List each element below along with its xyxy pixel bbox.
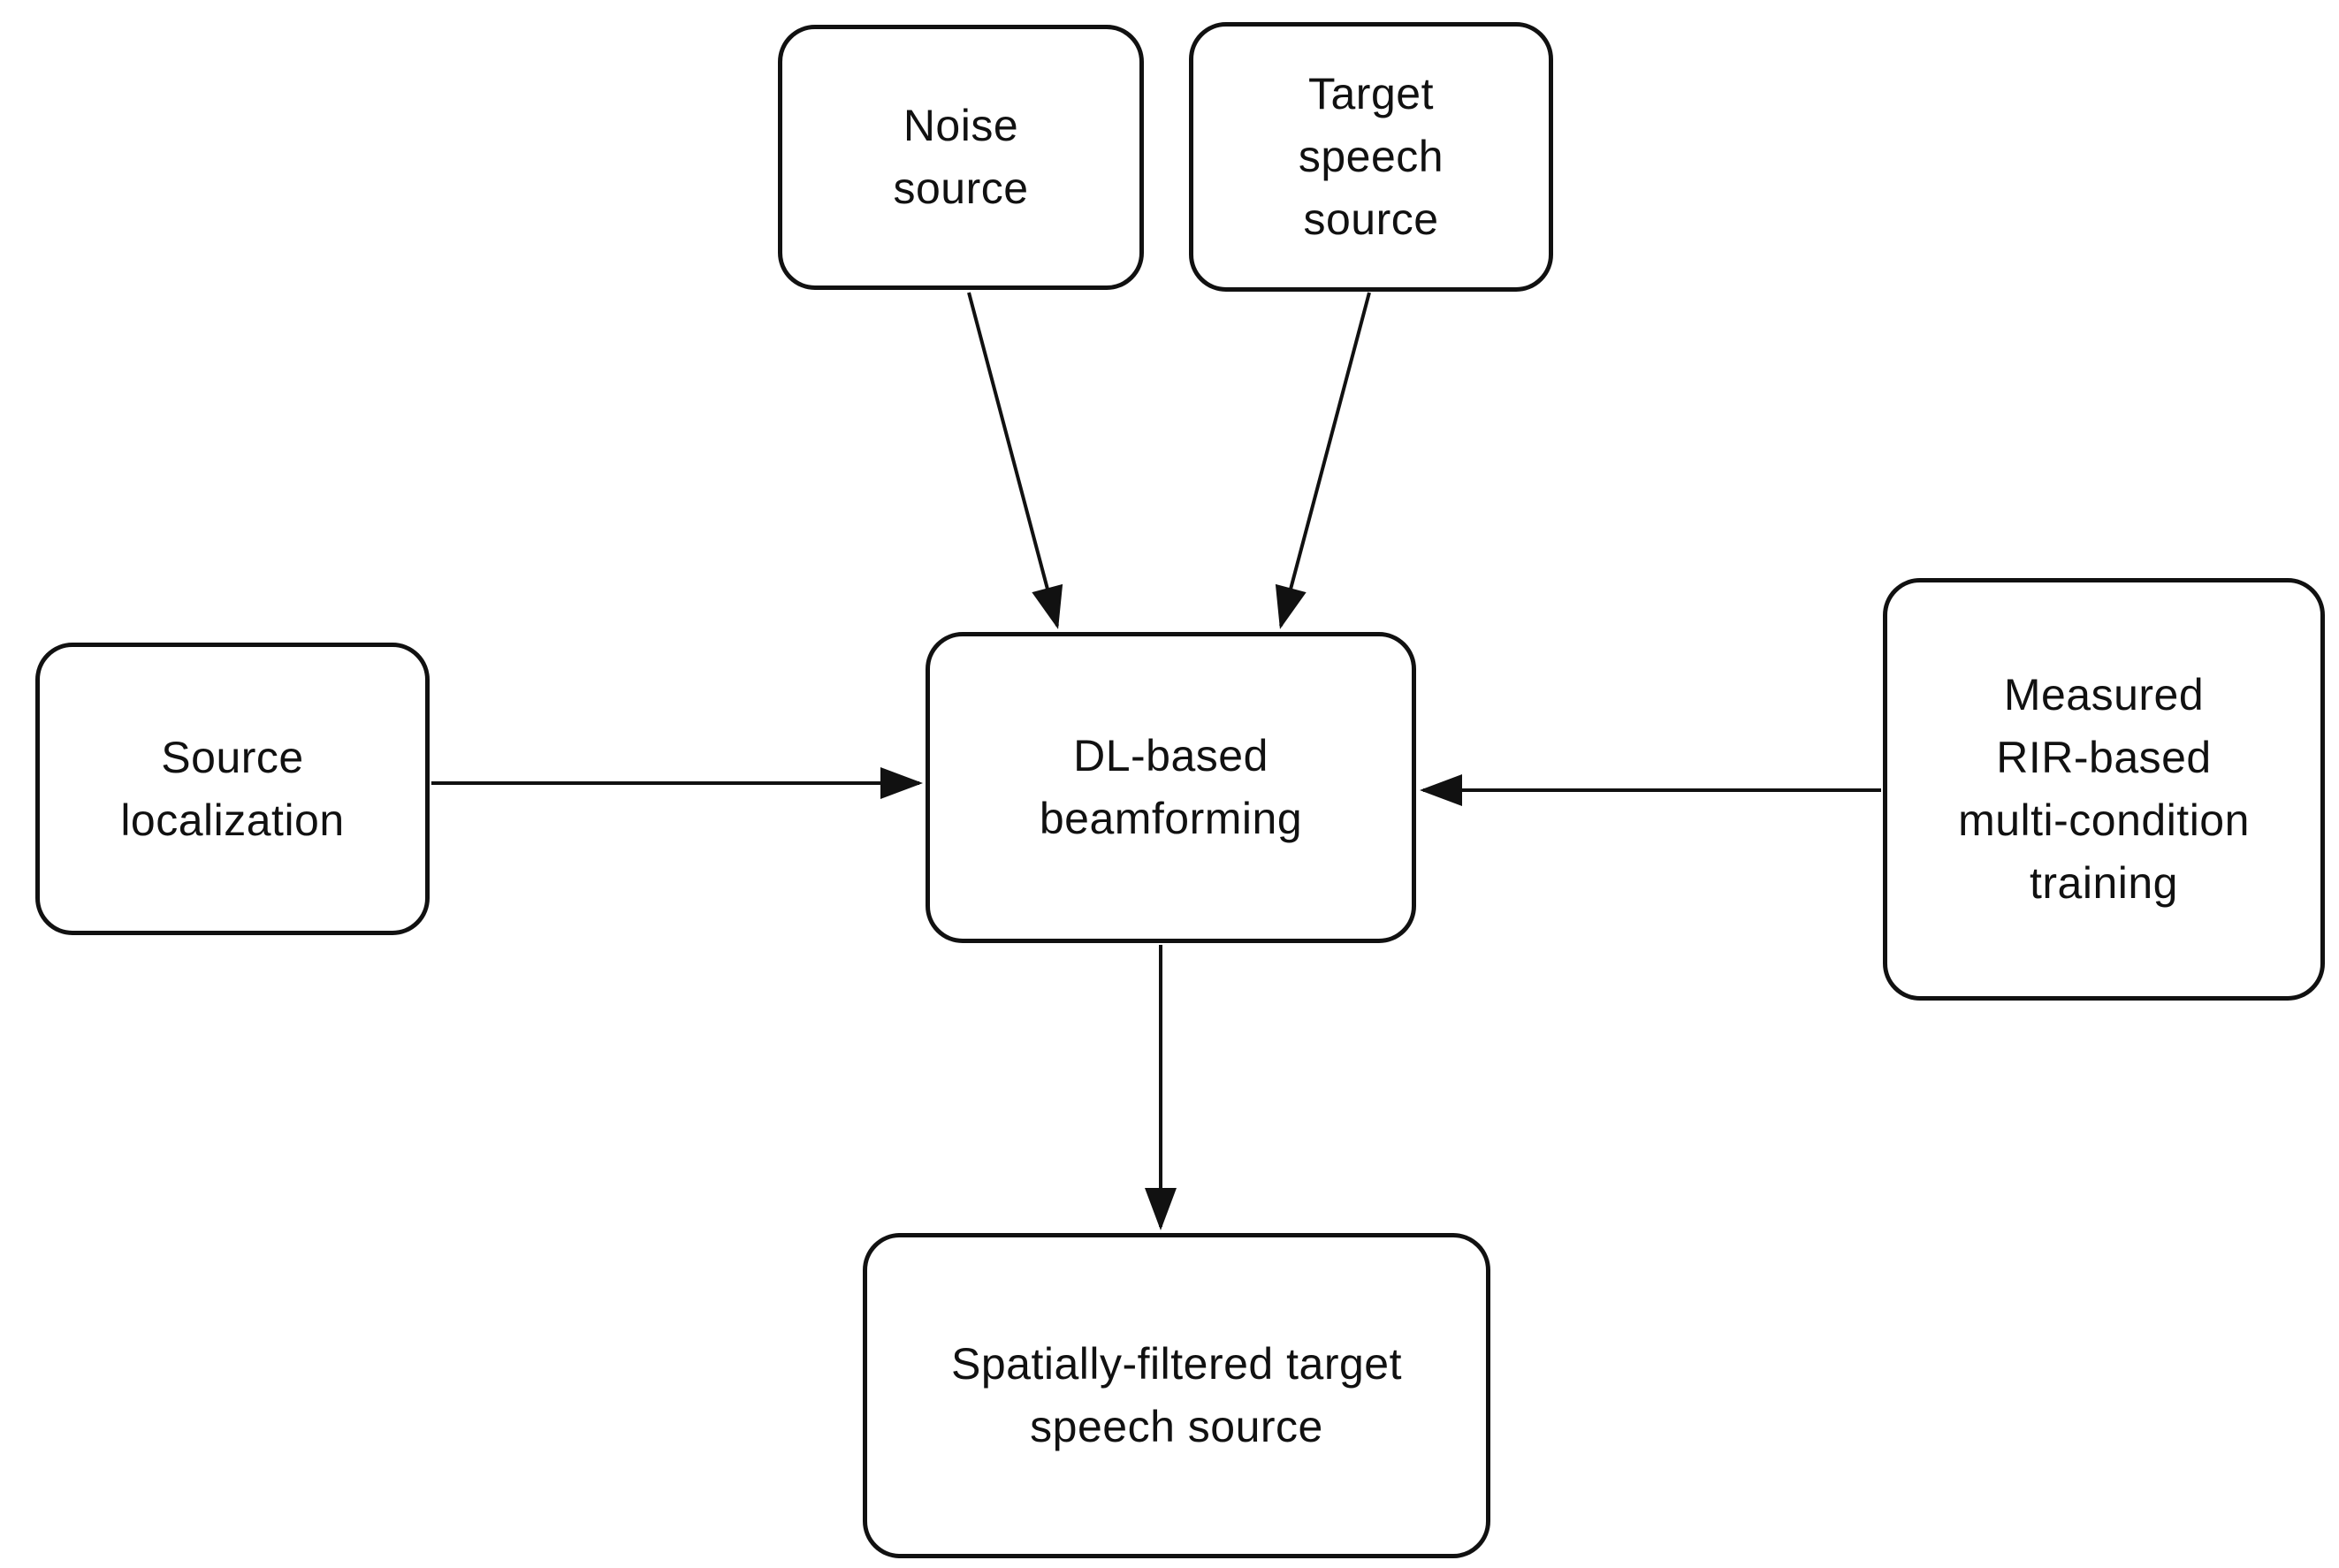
node-noise-source: Noise source: [778, 25, 1144, 290]
node-measured-rir-training: Measured RIR-based multi-condition train…: [1883, 578, 2325, 1001]
node-spatially-filtered-output: Spatially-filtered target speech source: [863, 1233, 1490, 1558]
node-noise-source-label: Noise source: [893, 101, 1029, 213]
node-source-localization-label: Source localization: [120, 732, 345, 845]
arrow-noise-to-beamforming: [967, 292, 1063, 629]
node-measured-rir-training-label: Measured RIR-based multi-condition train…: [1958, 670, 2250, 908]
node-dl-based-beamforming: DL-based beamforming: [926, 632, 1416, 943]
node-target-speech-source: Target speech source: [1189, 22, 1553, 292]
node-spatially-filtered-output-label: Spatially-filtered target speech source: [951, 1339, 1402, 1451]
node-target-speech-source-label: Target speech source: [1298, 69, 1444, 244]
node-source-localization: Source localization: [35, 643, 430, 935]
arrow-target-speech-to-beamforming: [1275, 292, 1371, 629]
node-dl-based-beamforming-label: DL-based beamforming: [1039, 731, 1303, 843]
